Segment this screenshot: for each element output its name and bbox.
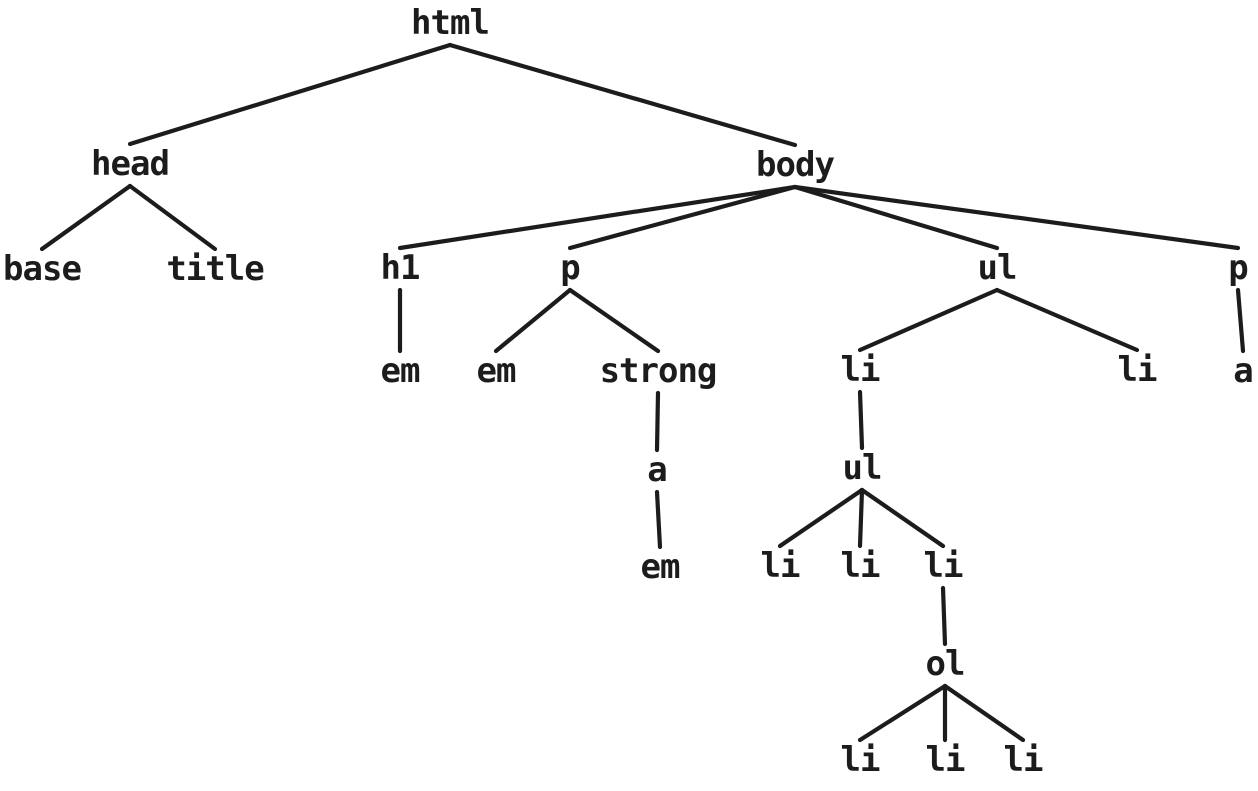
tree-edge-ul2-li-ul2-2 — [857, 487, 865, 549]
tree-edge-ul2-li-ul2-1 — [777, 487, 865, 549]
tree-node-em-a: em — [640, 547, 681, 587]
tree-edge-body-p2 — [792, 184, 1241, 251]
tree-node-li-ul1-2: li — [1117, 350, 1158, 390]
tree-node-h1: h1 — [380, 248, 421, 288]
tree-edge-ul2-li-ul2-3 — [859, 487, 946, 549]
tree-edge-li-ul2-3-ol — [940, 585, 948, 647]
tree-node-body: body — [756, 145, 835, 185]
tree-node-base: base — [3, 249, 82, 289]
tree-node-p2: p — [1228, 248, 1249, 288]
tree-edge-html-body — [447, 42, 798, 148]
tree-node-li-ol-2: li — [925, 740, 966, 780]
tree-edge-body-h1 — [397, 184, 798, 251]
tree-node-html: html — [411, 3, 490, 43]
tree-node-a-p2: a — [1233, 351, 1254, 391]
tree-node-ol: ol — [925, 644, 966, 684]
tree-edge-ul1-li-ul1-1 — [857, 287, 1000, 353]
tree-edge-strong-a-strong — [654, 390, 661, 453]
tree-edge-ol-li-ol-1 — [857, 683, 948, 743]
tree-node-li-ul2-1: li — [760, 546, 801, 586]
tree-edge-html-head — [127, 42, 453, 147]
tree-edge-head-base — [39, 183, 133, 252]
tree-edge-p1-strong — [567, 287, 661, 354]
tree-node-ul1: ul — [977, 248, 1018, 288]
tree-node-li-ul2-3: li — [923, 546, 964, 586]
tree-edge-body-ul1 — [792, 184, 1000, 251]
tree-node-li-ul2-2: li — [840, 546, 881, 586]
tree-node-li-ol-1: li — [840, 740, 881, 780]
tree-edge-p1-em-p1 — [493, 287, 573, 354]
tree-node-li-ul1-1: li — [840, 350, 881, 390]
tree-edge-p2-a-p2 — [1235, 287, 1246, 354]
tree-node-em-p1: em — [476, 351, 517, 391]
tree-node-strong: strong — [599, 351, 718, 391]
tree-edge-head-title — [127, 183, 218, 252]
tree-edge-body-p1 — [567, 184, 798, 251]
tree-edge-a-strong-em-a — [654, 489, 663, 550]
tree-node-title: title — [166, 249, 264, 289]
tree-node-ul2: ul — [842, 448, 883, 488]
tree-node-p1: p — [560, 248, 581, 288]
tree-node-a-strong: a — [647, 450, 668, 490]
tree-edge-li-ul1-1-ul2 — [857, 389, 865, 451]
tree-edge-ul1-li-ul1-2 — [994, 287, 1140, 353]
tree-node-head: head — [91, 144, 170, 184]
tree-node-li-ol-3: li — [1003, 740, 1044, 780]
tree-node-em-h1: em — [380, 351, 421, 391]
tree-edge-ol-li-ol-3 — [942, 683, 1026, 743]
